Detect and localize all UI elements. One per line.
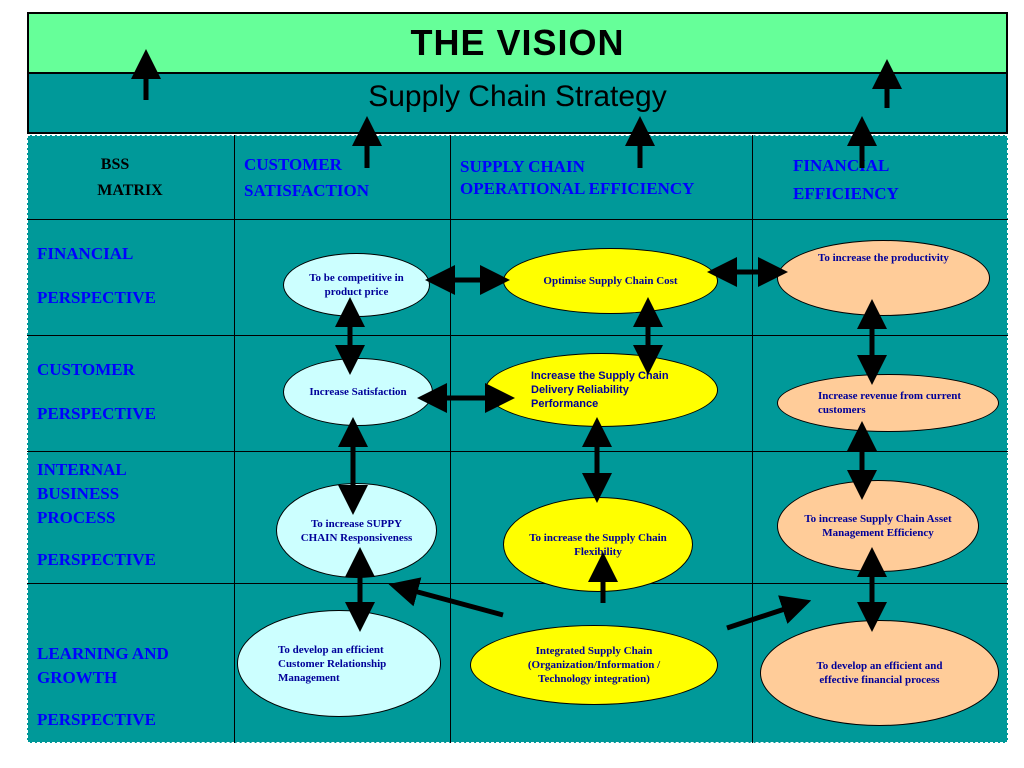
node-crm: To develop an efficient Customer Relatio…	[237, 610, 441, 717]
row-label-line: CUSTOMER	[37, 360, 135, 379]
row-label-line: PERSPECTIVE	[37, 404, 157, 423]
row-label-line: GROWTH	[37, 668, 118, 687]
row-label-line: LEARNING AND	[37, 644, 169, 663]
node-optimise-cost: Optimise Supply Chain Cost	[503, 248, 718, 314]
row-label-internal: INTERNAL BUSINESS PROCESS PERSPECTIVE	[37, 458, 156, 572]
row-label-line: BUSINESS	[37, 484, 120, 503]
column-header-line: FINANCIAL	[793, 156, 890, 175]
grid-divider	[450, 135, 451, 743]
vision-banner: THE VISION	[27, 12, 1008, 74]
arrow-diagonal	[388, 577, 504, 618]
node-flexibility: To increase the Supply Chain Flexibility	[503, 497, 693, 592]
strategy-banner: Supply Chain Strategy	[27, 72, 1008, 134]
grid-divider	[27, 451, 1008, 452]
grid-divider	[27, 335, 1008, 336]
corner-header-line: MATRIX	[97, 182, 163, 199]
column-header-financial: FINANCIAL EFFICIENCY	[793, 152, 899, 208]
node-integrated-supply-chain: Integrated Supply Chain (Organization/In…	[470, 625, 718, 705]
grid-divider	[27, 219, 1008, 220]
column-header-line: CUSTOMER	[244, 155, 342, 174]
grid-divider	[234, 135, 235, 743]
row-label-line: PERSPECTIVE	[37, 710, 157, 729]
column-header-line: SATISFACTION	[244, 181, 370, 200]
column-header-line: EFFICIENCY	[793, 184, 899, 203]
row-label-learning: LEARNING AND GROWTH PERSPECTIVE	[37, 642, 169, 732]
node-financial-process: To develop an efficient and effective fi…	[760, 620, 999, 726]
strategy-title: Supply Chain Strategy	[368, 80, 667, 113]
row-label-line: PROCESS	[37, 508, 116, 527]
column-header-customer: CUSTOMER SATISFACTION	[244, 152, 369, 204]
corner-header: BSS MATRIX	[60, 152, 200, 204]
row-label-line: INTERNAL	[37, 460, 127, 479]
row-label-line: PERSPECTIVE	[37, 550, 157, 569]
grid-divider	[27, 583, 1008, 584]
vision-title: THE VISION	[410, 22, 625, 63]
row-label-financial: FINANCIAL PERSPECTIVE	[37, 242, 156, 310]
grid-divider	[752, 135, 753, 743]
column-header-line: OPERATIONAL EFFICIENCY	[460, 179, 695, 198]
corner-header-line: BSS	[100, 156, 130, 173]
row-label-line: FINANCIAL	[37, 244, 134, 263]
node-revenue-current: Increase revenue from current customers	[777, 374, 999, 432]
node-delivery-reliability: Increase the Supply Chain Delivery Relia…	[485, 353, 718, 427]
row-label-line: PERSPECTIVE	[37, 288, 157, 307]
row-label-customer: CUSTOMER PERSPECTIVE	[37, 358, 156, 426]
column-header-supply-chain: SUPPLY CHAIN OPERATIONAL EFFICIENCY	[460, 156, 694, 200]
arrow-diagonal	[726, 595, 812, 631]
column-header-line: SUPPLY CHAIN	[460, 157, 585, 176]
